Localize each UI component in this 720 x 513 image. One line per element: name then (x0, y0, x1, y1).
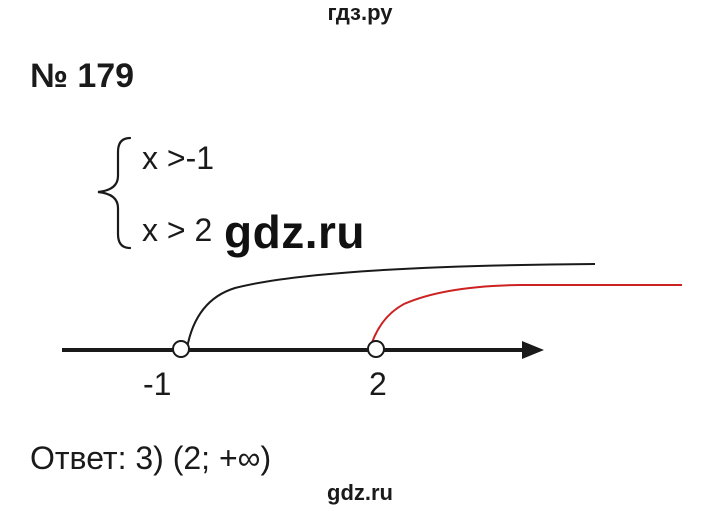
tick-label-minus1: -1 (143, 366, 172, 402)
tick-label-2: 2 (369, 366, 387, 402)
inequality-system: x >-1 x > 2 (90, 130, 250, 260)
watermark-top: гдз.ру (327, 0, 393, 25)
open-point-2 (367, 340, 385, 358)
axis-arrow-icon (522, 341, 544, 359)
solution-arc-x-gt-2 (368, 284, 682, 353)
solution-arc-x-gt-minus1 (186, 263, 596, 349)
curly-brace-icon (97, 136, 132, 250)
inequality-1: x >-1 (142, 140, 215, 176)
watermark-middle: gdz.ru (224, 206, 365, 258)
problem-number: № 179 (30, 57, 135, 95)
open-point-minus1 (172, 340, 190, 358)
answer-text: Ответ: 3) (2; +∞) (30, 440, 272, 476)
inequality-2: x > 2 (142, 212, 213, 248)
watermark-bottom: gdz.ru (327, 480, 393, 505)
